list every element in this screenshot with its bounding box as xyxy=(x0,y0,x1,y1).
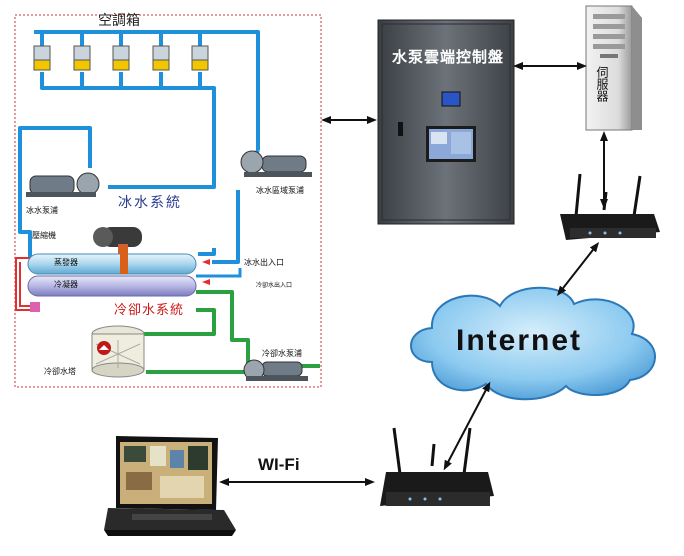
condenser-label: 冷凝器 xyxy=(54,280,78,289)
zone-pump-icon xyxy=(240,150,312,177)
ac-units xyxy=(33,45,209,71)
evaporator-label: 蒸發器 xyxy=(54,258,78,267)
cooling-pump-icon xyxy=(243,359,308,381)
condenser-shell xyxy=(27,275,197,297)
router-icon xyxy=(380,427,494,506)
wifi-label: WI-Fi xyxy=(258,455,300,474)
cooling-tower-label: 冷卻水塔 xyxy=(44,367,76,376)
condenser-valve xyxy=(30,302,40,312)
chilled-outlet-inlet-label: 冰水出入口 xyxy=(244,258,284,267)
control-panel-label: 水泵雲端控制盤 xyxy=(392,48,505,66)
hvac-frame xyxy=(14,14,322,388)
internet-label: Internet xyxy=(456,324,583,357)
laptop-icon xyxy=(104,436,236,536)
cloud-icon xyxy=(410,286,656,401)
chilled-water-system-label: 冰水系統 xyxy=(118,195,182,211)
router-icon xyxy=(560,173,660,240)
cooling-pump-label: 冷卻水泵浦 xyxy=(262,349,302,358)
refrigerant-line xyxy=(120,248,128,274)
cooling-outlet-inlet-label: 冷卻水出入口 xyxy=(256,282,293,289)
chilled-pump-icon xyxy=(26,172,100,197)
evaporator-shell xyxy=(27,253,197,275)
chilled-zone-pump-label: 冰水區域泵浦 xyxy=(256,186,304,195)
cooling-tower-icon xyxy=(91,325,145,378)
chilled-water-pipes xyxy=(18,30,260,264)
compressor-label: 壓縮機 xyxy=(32,231,56,240)
control-panel-icon xyxy=(377,19,515,225)
server-icon xyxy=(585,5,642,131)
ac-box-label: 空調箱 xyxy=(98,13,140,29)
server-label: 伺服器 xyxy=(595,66,609,102)
cooling-water-system-label: 冷卻水系統 xyxy=(114,303,185,318)
chilled-pump-label: 冰水泵浦 xyxy=(26,206,58,215)
connection-arrows xyxy=(219,62,608,486)
condenser-loop xyxy=(15,257,36,311)
compressor-icon xyxy=(93,227,142,256)
